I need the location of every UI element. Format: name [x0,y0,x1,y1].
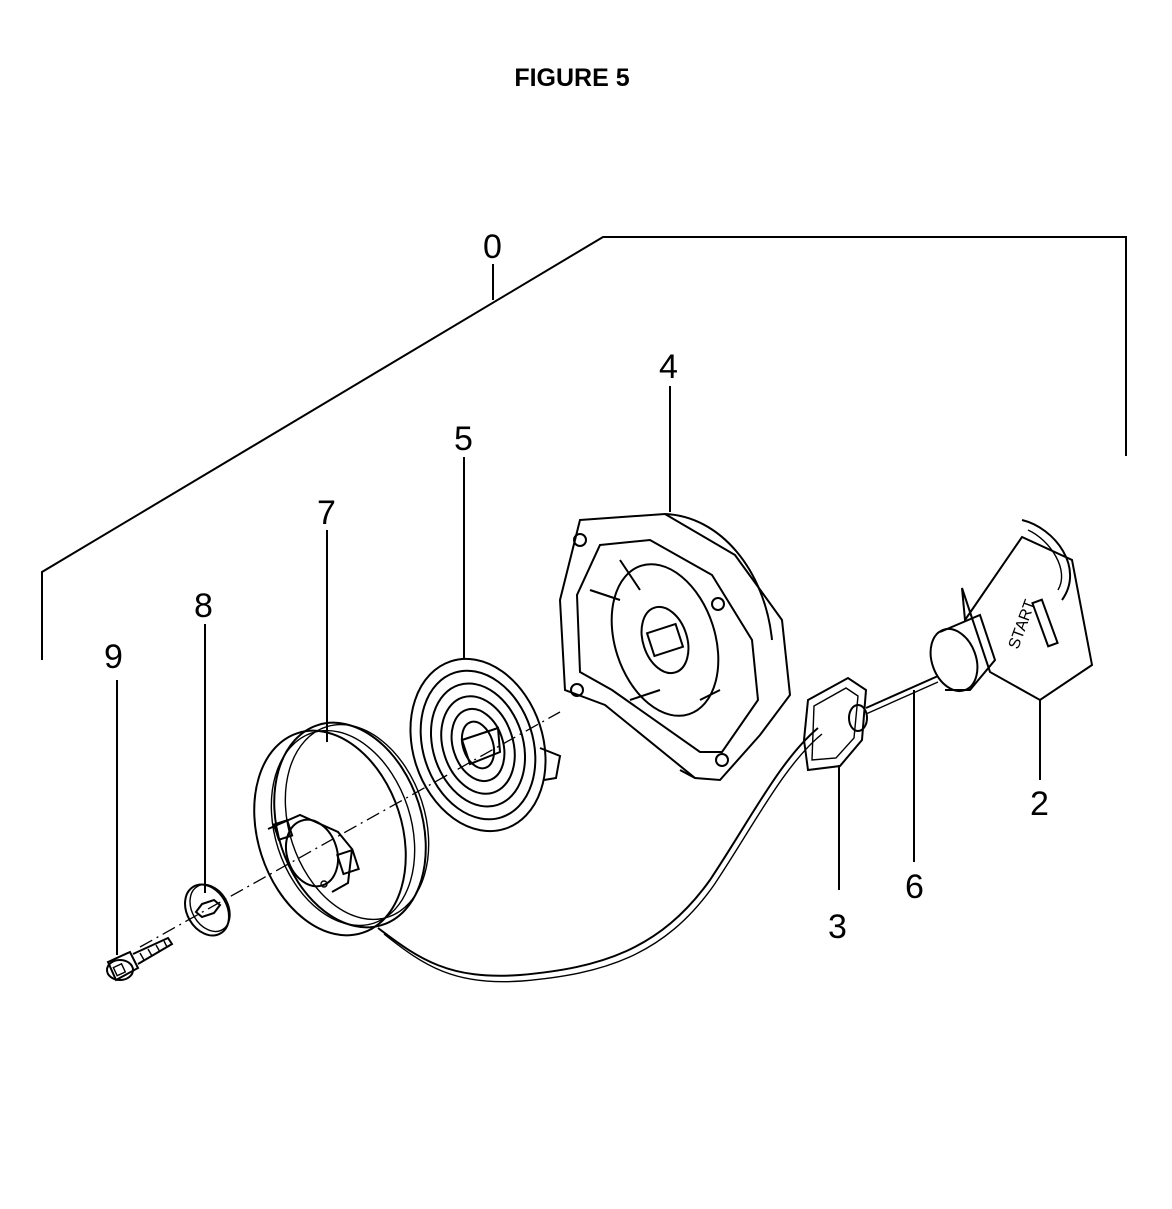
callout-7: 7 [317,494,336,532]
callout-0: 0 [483,228,502,266]
callout-6: 6 [905,868,924,906]
callout-2: 2 [1030,785,1049,823]
part-3-rope-guide [802,676,868,772]
figure-title: FIGURE 5 [514,64,630,92]
part-4-case [558,512,792,782]
callout-9: 9 [104,638,123,676]
callout-5: 5 [454,420,473,458]
starter-rope [377,727,823,983]
leader-lines [116,386,1041,955]
callout-4: 4 [659,348,678,386]
part-5-spring [409,657,562,833]
callout-3: 3 [828,908,847,946]
part-9-screw [106,936,174,982]
callout-labels: 0 4 5 7 8 9 2 6 3 [104,228,1049,946]
part-6-rope [865,675,939,715]
center-axis [139,711,561,948]
part-7-reel [253,721,430,937]
handle-start-label: START [1006,597,1039,651]
part-2-handle: START [929,519,1094,702]
assembly-bracket [41,236,1127,660]
part-8-washer [184,883,231,937]
callout-8: 8 [194,587,213,625]
